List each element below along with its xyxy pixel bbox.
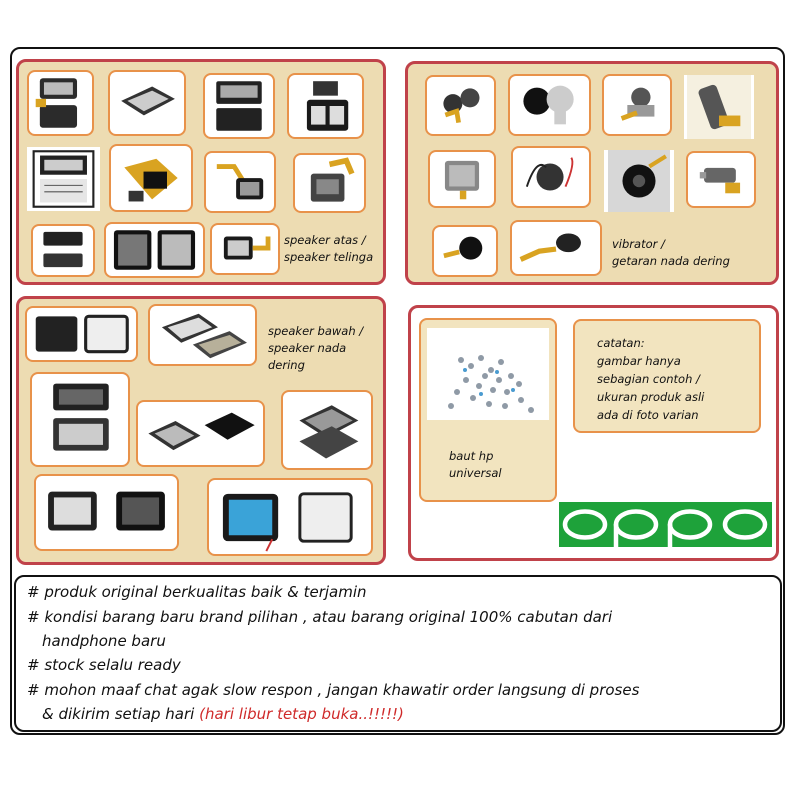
product-image-earpiece-3 <box>203 73 275 139</box>
product-image-vibrator-1 <box>425 75 496 136</box>
product-image-earpiece-1 <box>27 70 94 136</box>
info-line-6-text: & dikirim setiap hari <box>42 705 195 723</box>
product-image-vibrator-7 <box>604 150 674 212</box>
label-speaker-atas: speaker atas / speaker telinga <box>284 233 374 264</box>
product-image-vibrator-10 <box>510 220 602 276</box>
label-baut-hp: baut hp universal <box>449 449 502 480</box>
product-image-vibrator-2 <box>508 74 591 136</box>
product-image-earpiece-4 <box>287 73 364 139</box>
product-image-vibrator-4 <box>684 75 754 139</box>
product-image-earpiece-6 <box>109 144 193 212</box>
product-image-vibrator-8 <box>686 151 756 208</box>
product-image-vibrator-9 <box>432 225 498 277</box>
product-image-loudspeaker-6 <box>34 474 179 551</box>
product-image-earpiece-10 <box>104 222 205 278</box>
note-catatan: catatan: gambar hanya sebagian contoh / … <box>573 319 761 433</box>
holiday-open-note: (hari libur tetap buka..!!!!!) <box>199 705 404 723</box>
product-image-earpiece-5 <box>27 147 100 211</box>
info-line-6: & dikirim setiap hari (hari libur tetap … <box>42 705 404 723</box>
product-image-loudspeaker-2 <box>148 304 257 366</box>
product-image-vibrator-5 <box>428 150 496 208</box>
info-box: # produk original berkualitas baik & ter… <box>14 575 782 732</box>
info-line-3: handphone baru <box>42 632 166 650</box>
product-image-loudspeaker-7 <box>207 478 373 556</box>
oppo-logo <box>559 502 772 548</box>
product-image-earpiece-11 <box>210 223 280 275</box>
product-image-loudspeaker-5 <box>281 390 373 470</box>
product-image-earpiece-8 <box>293 153 366 213</box>
product-image-loudspeaker-1 <box>25 306 138 362</box>
photo-baut-hp: baut hp universal <box>419 318 557 502</box>
product-image-earpiece-9 <box>31 224 95 277</box>
info-line-4: # stock selalu ready <box>27 656 181 674</box>
info-line-5: # mohon maaf chat agak slow respon , jan… <box>27 681 640 699</box>
product-image-loudspeaker-4 <box>136 400 265 467</box>
product-image-earpiece-7 <box>204 151 276 213</box>
label-vibrator: vibrator / getaran nada dering <box>612 237 730 268</box>
product-image-earpiece-2 <box>108 70 186 136</box>
product-image-vibrator-3 <box>602 74 672 136</box>
product-image-vibrator-6 <box>511 146 591 208</box>
info-line-1: # produk original berkualitas baik & ter… <box>27 583 367 601</box>
label-speaker-bawah: speaker bawah / speaker nada dering <box>268 324 364 372</box>
info-line-2: # kondisi barang baru brand pilihan , at… <box>27 608 613 626</box>
label-catatan: catatan: gambar hanya sebagian contoh / … <box>597 336 705 422</box>
product-image-loudspeaker-3 <box>30 372 130 467</box>
